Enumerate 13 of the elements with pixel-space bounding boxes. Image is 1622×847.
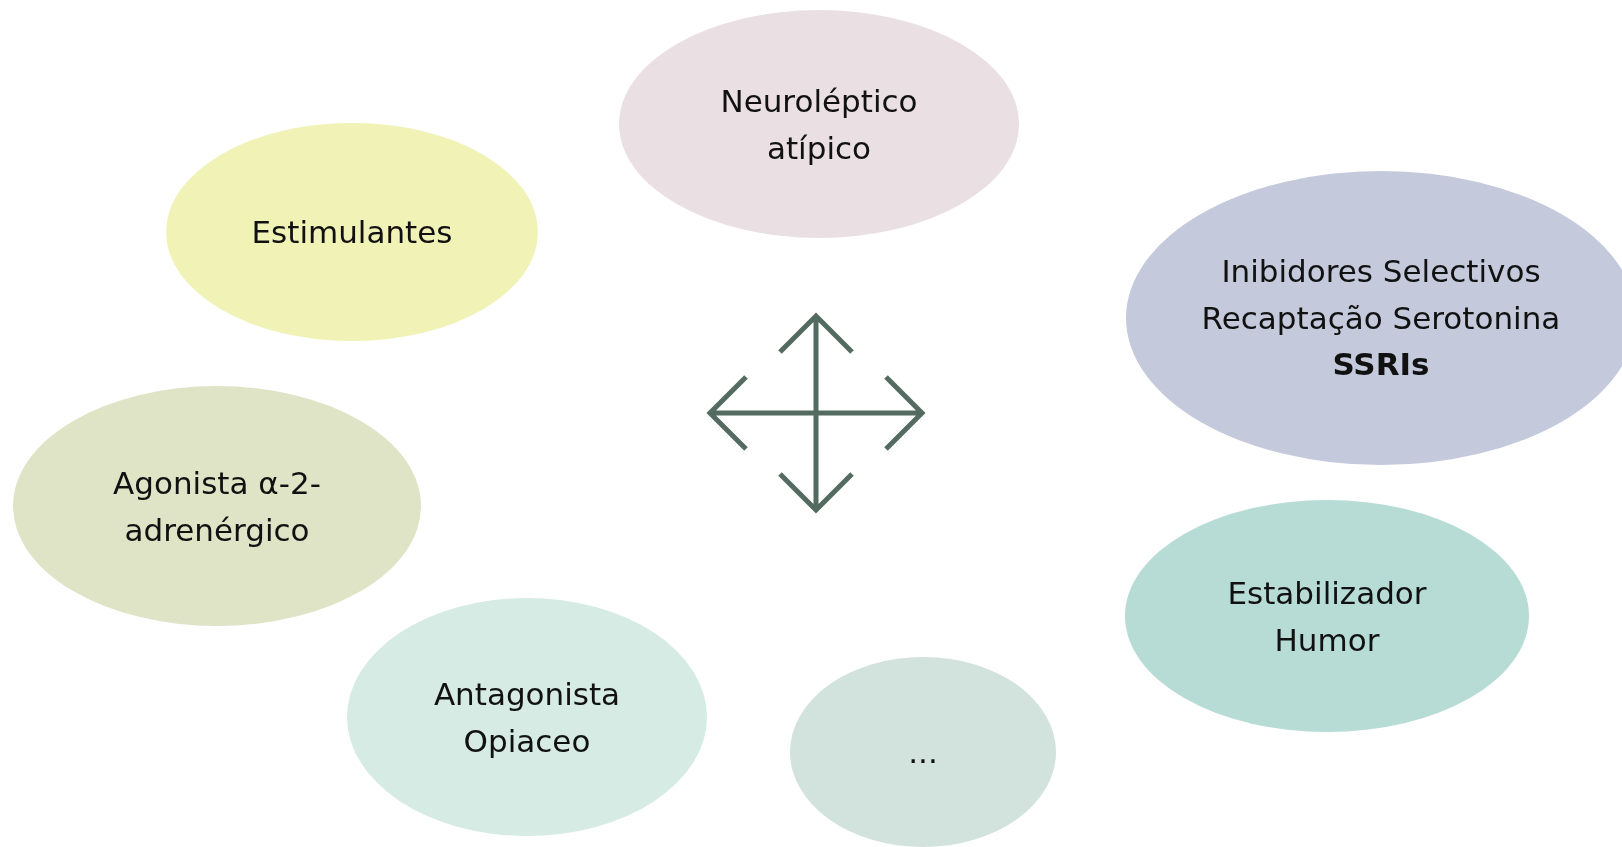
node-label: Estabilizador Humor [1226, 573, 1428, 659]
node-label: Antagonista Opiaceo [432, 674, 622, 760]
ellipse-node [619, 10, 1019, 238]
ellipse-node [166, 123, 538, 341]
ellipse-node [347, 598, 707, 836]
node-label: Neuroléptico atípico [719, 81, 919, 167]
node-label: ... [907, 732, 939, 772]
ellipse-node [790, 657, 1056, 847]
node-label: Agonista α-2-adrenérgico [112, 463, 322, 549]
ellipse-node [13, 386, 421, 626]
node-label: Inibidores Selectivos Recaptação Serotonina SSRIs [1200, 252, 1562, 385]
ellipse-node [1125, 500, 1529, 732]
node-label: Estimulantes [250, 212, 454, 252]
